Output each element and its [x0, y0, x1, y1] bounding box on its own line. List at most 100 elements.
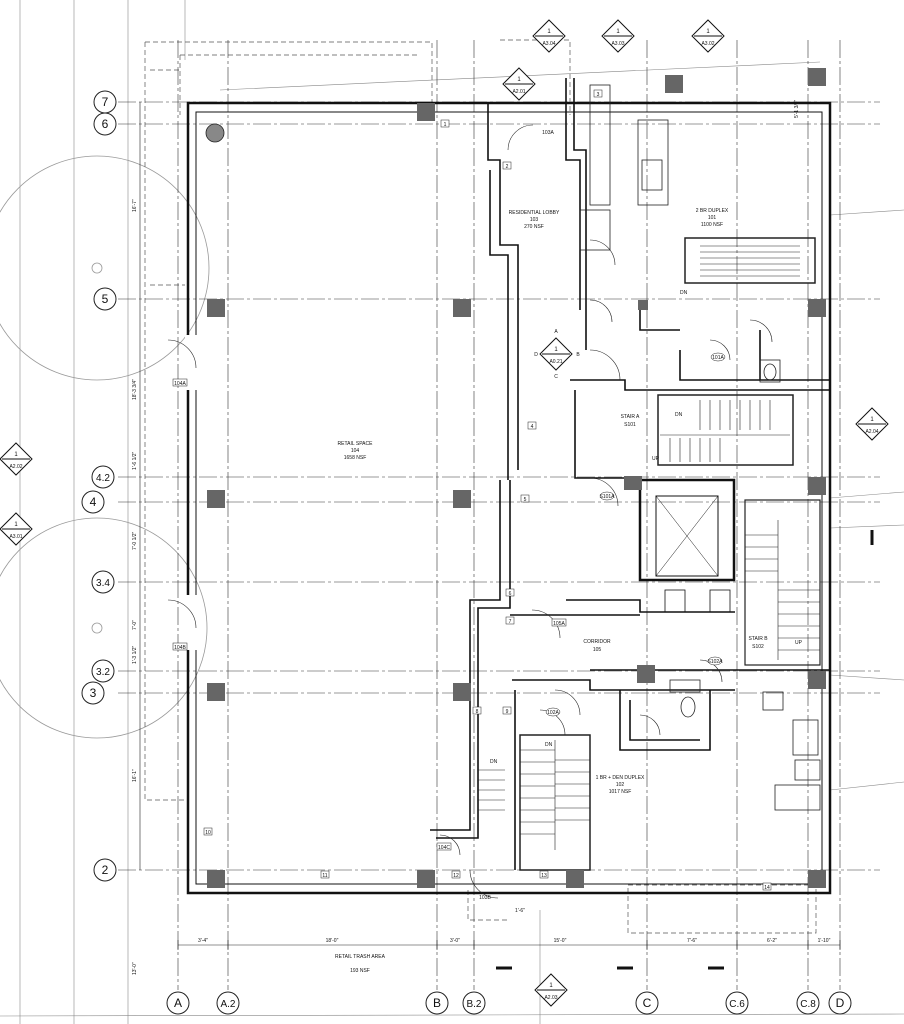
dim-label: 16'-1" [132, 769, 138, 782]
room-number: S101 [624, 422, 636, 428]
section-sheet: A0.21 [549, 359, 562, 365]
grid-label-5: 5 [102, 292, 109, 306]
wall-tag: 10 [205, 830, 211, 836]
grid-label-c: C [643, 996, 652, 1010]
grid-label-4: 4 [90, 495, 97, 509]
door-swings [167, 124, 773, 899]
grid-label-a: A [174, 996, 182, 1010]
stair-notes: DN DN UP UP DN DN [490, 290, 803, 765]
room-name: 2 BR DUPLEX [696, 208, 729, 214]
room-area: 1017 NSF [609, 789, 632, 795]
grid-bubble-a2 [216, 991, 240, 1015]
stair-note-dn: DN [680, 290, 688, 296]
wall-tag: 8 [476, 709, 479, 715]
dim-label: 1'-3 1/2" [132, 645, 138, 664]
door-tag: 101A [712, 355, 724, 361]
dimension-lines [139, 102, 841, 950]
grid-bubble-3-4 [91, 570, 115, 594]
wall-tag: 1 [444, 122, 447, 128]
section-sheet: A3.01 [9, 534, 22, 540]
section-sheet: A3.03 [611, 41, 624, 47]
room-name: RESIDENTIAL LOBBY [509, 210, 560, 216]
grid-bubble-5 [93, 287, 117, 311]
room-name: STAIR B [748, 636, 768, 642]
room-name: STAIR A [621, 414, 640, 420]
stair-note-up: UP [795, 640, 803, 646]
dim-label: 1'-10" [818, 938, 831, 944]
door-tag: S101A [599, 494, 615, 500]
section-num: 1 [517, 77, 521, 83]
section-num: 1 [14, 452, 18, 458]
door-tag: S102A [707, 659, 723, 665]
section-markers [0, 19, 889, 1007]
section-num: 1 [870, 417, 874, 423]
room-number: 103 [530, 217, 539, 223]
room-number: 105 [593, 647, 602, 653]
room-number: 101 [708, 215, 717, 221]
dim-label: 15'-0" [554, 938, 567, 944]
stair-note-dn: DN [545, 742, 553, 748]
room-name: RETAIL SPACE [338, 441, 374, 447]
stair-note-dn: DN [490, 759, 498, 765]
grid-bubble-2 [93, 858, 117, 882]
door-tag: 104B [174, 645, 186, 651]
grid-bubble-6 [93, 112, 117, 136]
wall-tag: 5 [524, 497, 527, 503]
door-tag: 102A [547, 710, 559, 716]
wall-tag: 14 [764, 885, 770, 891]
wall-tag: 3 [597, 92, 600, 98]
section-num: 1 [547, 29, 551, 35]
grid-label-c8: C.8 [800, 999, 816, 1010]
room-labels: RETAIL SPACE 104 1658 NSF RESIDENTIAL LO… [335, 208, 768, 974]
grid-label-c6: C.6 [729, 999, 745, 1010]
grid-bubble-c [635, 991, 659, 1015]
dim-label: 18'-3 3/4" [132, 379, 138, 400]
wall-tag: 4 [531, 424, 534, 430]
structural-columns [207, 68, 826, 888]
section-sheet: A3.04 [542, 41, 555, 47]
section-num: 1 [616, 29, 620, 35]
wall-tag: 7 [509, 619, 512, 625]
exterior-walls [186, 101, 832, 895]
section-num: 1 [706, 29, 710, 35]
room-area: 1658 NSF [344, 455, 367, 461]
interior-walls [420, 78, 830, 870]
dim-label: 7'-0" [132, 620, 138, 630]
section-marker-labels: 1 A3.04 1 A3.03 1 A3.02 1 A2.01 1 A2.04 … [9, 29, 878, 1001]
grid-bubble-4 [81, 490, 105, 514]
dashed-outlines [144, 39, 817, 934]
room-number: S102 [752, 644, 764, 650]
round-column [205, 123, 225, 143]
grid-label-d: D [836, 996, 845, 1010]
grid-bubble-b2 [462, 991, 486, 1015]
room-area: 193 NSF [350, 968, 370, 974]
room-area: 270 NSF [524, 224, 544, 230]
grid-label-a2: A.2 [220, 999, 235, 1010]
section-sheet: A2.04 [865, 429, 878, 435]
dim-label: 6'-2" [767, 938, 777, 944]
room-number: 104 [351, 448, 360, 454]
grid-label-b2: B.2 [466, 999, 481, 1010]
grid-bubble-c6 [725, 991, 749, 1015]
room-name: 1 BR + DEN DUPLEX [596, 775, 645, 781]
grid-bubble-d [828, 991, 852, 1015]
grid-bubble-b [425, 991, 449, 1015]
grid-bubble-4-2 [91, 465, 115, 489]
dim-label: 3'-4" [198, 938, 208, 944]
dimension-labels: 3'-4" 18'-0" 3'-0" 15'-0" 7'-6" 6'-2" 1'… [198, 908, 831, 944]
stair-note-dn: DN [675, 412, 683, 418]
room-area: 1100 NSF [701, 222, 723, 228]
section-num: 1 [14, 522, 18, 528]
compass-c: C [554, 374, 558, 380]
door-tag: 104A [174, 381, 186, 387]
grid-bubbles [81, 90, 852, 1015]
stair-treads [478, 237, 821, 871]
dim-label: 1'-6" [515, 908, 525, 914]
room-name: RETAIL TRASH AREA [335, 954, 386, 960]
grid-label-4-2: 4.2 [96, 473, 110, 484]
grid-lines [118, 40, 880, 990]
site-tree-circles [0, 155, 210, 739]
elevator-core [638, 478, 736, 613]
